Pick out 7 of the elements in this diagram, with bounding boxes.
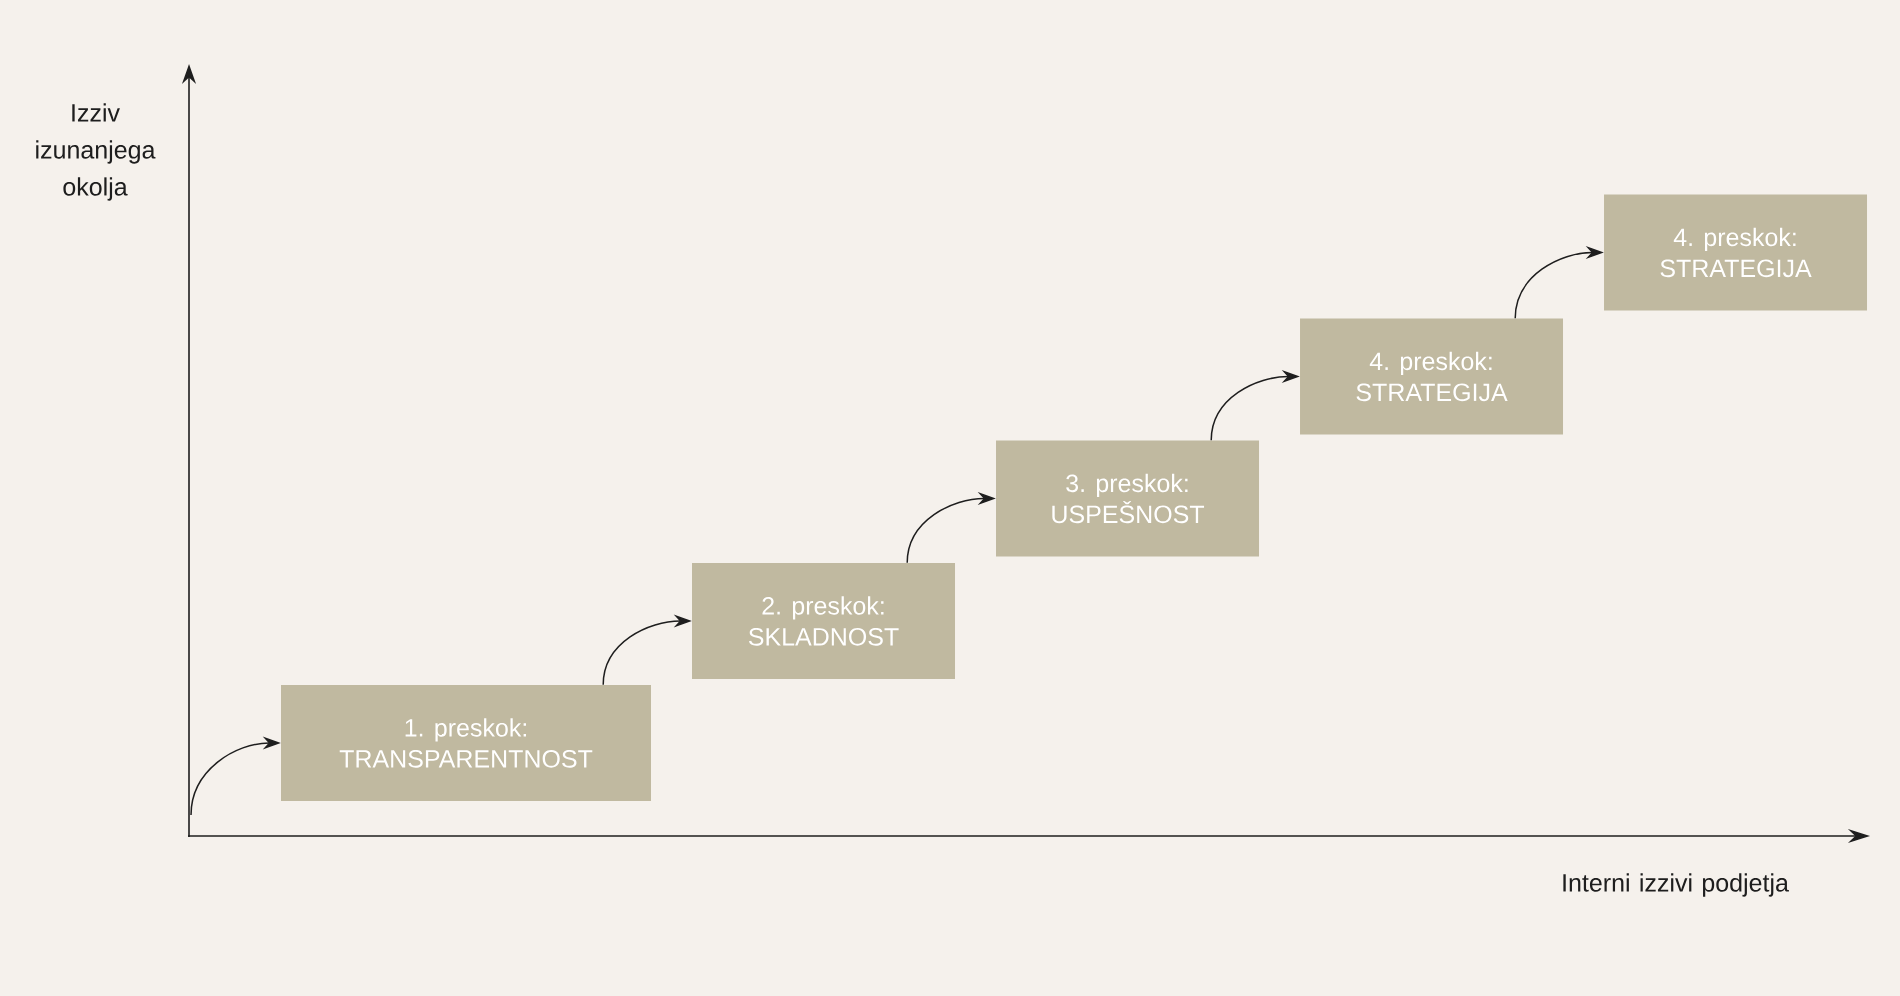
axis-label: Interni izzivi podjetja [1563,873,1789,897]
step-box: 1. preskok: TRANSPARENTNOST [281,685,651,801]
axis-label: Izziv izunanjega okolja [36,103,156,201]
step-box: 4. preskok: STRATEGIJA [1300,318,1563,435]
step-box: 2. preskok: SKLADNOST [692,563,955,679]
step-box: 3. preskok: USPEŠNOST [996,440,1259,557]
step-box: 4. preskok: STRATEGIJA [1604,194,1868,311]
